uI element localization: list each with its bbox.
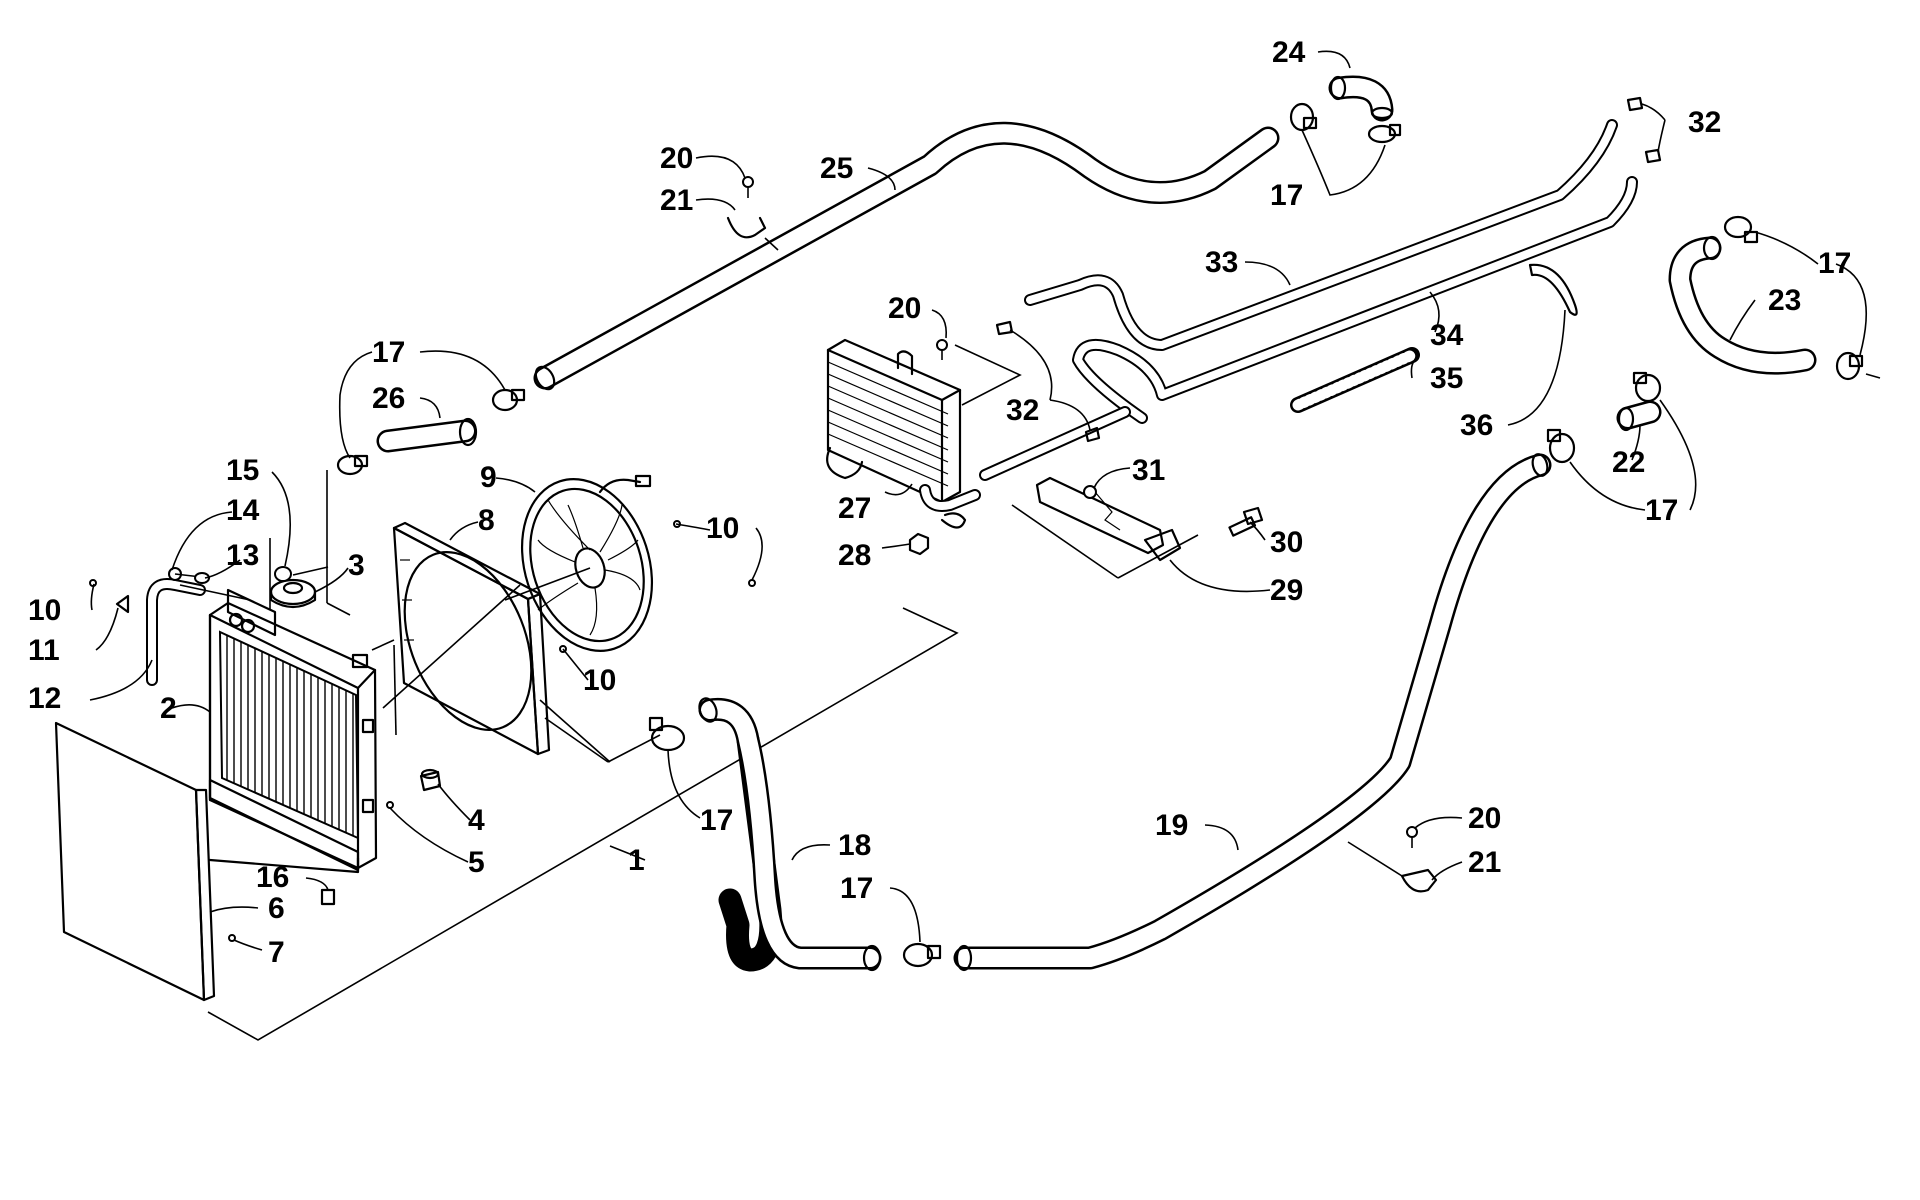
- hose-clamp-18-bottom: [902, 942, 942, 968]
- callout-31: 31: [1132, 454, 1165, 487]
- connector-22: [1616, 400, 1662, 432]
- callout-25: 25: [820, 152, 853, 185]
- nut-28: [908, 532, 930, 556]
- hose-clamp-26-upper: [491, 388, 526, 412]
- callout-29: 29: [1270, 574, 1303, 607]
- callout-33: 33: [1205, 246, 1238, 279]
- callout-19: 19: [1155, 809, 1188, 842]
- callout-4: 4: [468, 804, 485, 837]
- callout-6: 6: [268, 892, 285, 925]
- leader-cooler-bracket: [954, 344, 1022, 406]
- hose-clamp-24-right: [1367, 123, 1402, 144]
- callout-17-bottom: 17: [840, 872, 873, 905]
- callout-14: 14: [226, 494, 260, 527]
- callout-20-cooler: 20: [888, 292, 921, 325]
- hose-25: [533, 121, 1280, 391]
- callout-13: 13: [226, 539, 259, 572]
- mount-4: [419, 768, 442, 792]
- callout-17-top-right: 17: [1270, 179, 1303, 212]
- callout-10-left: 10: [28, 594, 61, 627]
- callout-9: 9: [480, 461, 497, 494]
- radiator: [208, 588, 378, 906]
- callout-32-cooler: 32: [1006, 394, 1039, 427]
- hose-clamp-26-lower: [336, 454, 369, 476]
- overflow-hose: [146, 578, 251, 686]
- callout-10-shroud: 10: [583, 664, 616, 697]
- callout-16: 16: [256, 861, 289, 894]
- hose-26: [326, 417, 478, 616]
- callout-20-top: 20: [660, 142, 693, 175]
- line-clamp-32-mid: [1644, 148, 1662, 164]
- callout-32-top: 32: [1688, 106, 1721, 139]
- cooling-fan: [382, 474, 756, 709]
- callout-labels: 1 2 3 4 5 6 7 8 9 10 10 10 11 12 13 14 1…: [28, 36, 1851, 969]
- oil-line-34: [979, 176, 1638, 481]
- hose-19: [953, 453, 1552, 972]
- callout-21-bottom: 21: [1468, 846, 1501, 879]
- callout-18: 18: [838, 829, 871, 862]
- callout-17-right: 17: [1818, 247, 1851, 280]
- callout-30: 30: [1270, 526, 1303, 559]
- callout-5: 5: [468, 846, 485, 879]
- callout-26: 26: [372, 382, 405, 415]
- callout-35: 35: [1430, 362, 1463, 395]
- callout-27: 27: [838, 492, 871, 525]
- callout-24: 24: [1272, 36, 1306, 69]
- callout-7: 7: [268, 936, 285, 969]
- oil-line-33: [1024, 119, 1618, 351]
- callout-20-bottom: 20: [1468, 802, 1501, 835]
- fan-shroud: [371, 521, 611, 763]
- callout-28: 28: [838, 539, 871, 572]
- screw-5: [386, 801, 394, 809]
- callout-17-top-left: 17: [372, 336, 405, 369]
- hose-23: [1668, 235, 1817, 375]
- hose-clip-21-bottom: [1347, 826, 1438, 893]
- hose-clamp-23-top: [1723, 215, 1759, 244]
- grommet-15: [274, 566, 292, 582]
- clip-11: [89, 579, 130, 614]
- washer-13: [194, 572, 210, 584]
- callout-17-right-lower: 17: [1645, 494, 1678, 527]
- callout-21-top: 21: [660, 184, 693, 217]
- callout-2: 2: [160, 692, 177, 725]
- screw-7: [228, 934, 236, 942]
- oil-cooler: [826, 338, 981, 529]
- hose-clamp-24-left: [1289, 102, 1318, 132]
- hose-clip-21-top: [726, 176, 779, 251]
- callout-23: 23: [1768, 284, 1801, 317]
- callout-22: 22: [1612, 446, 1645, 479]
- sleeve-35: [1290, 347, 1420, 413]
- hose-clamp-22-left: [1546, 428, 1576, 464]
- bracket-29: [1011, 476, 1199, 579]
- screw-20-cooler: [936, 339, 948, 360]
- callout-11: 11: [28, 634, 60, 667]
- callout-1: 1: [628, 844, 645, 877]
- callout-3: 3: [348, 549, 365, 582]
- hose-clamp-23-bottom: [1835, 351, 1881, 381]
- callout-17-lower-left: 17: [700, 804, 733, 837]
- hose-18: [698, 697, 882, 972]
- callout-34: 34: [1430, 319, 1464, 352]
- callout-15: 15: [226, 454, 259, 487]
- nut-31: [1083, 485, 1097, 499]
- callout-8: 8: [478, 504, 495, 537]
- elbow-24: [1328, 75, 1394, 122]
- bolt-30: [1228, 506, 1264, 537]
- callout-36: 36: [1460, 409, 1493, 442]
- clamp-36: [1528, 263, 1578, 316]
- leader-lines: [89, 50, 1867, 951]
- callout-12: 12: [28, 682, 61, 715]
- line-clamp-32-top: [1626, 96, 1644, 112]
- radiator-screen: [54, 721, 216, 1002]
- hose-clamp-22-right: [1632, 371, 1662, 403]
- hose-clamp-18-top: [648, 716, 686, 752]
- callout-10-fan: 10: [706, 512, 739, 545]
